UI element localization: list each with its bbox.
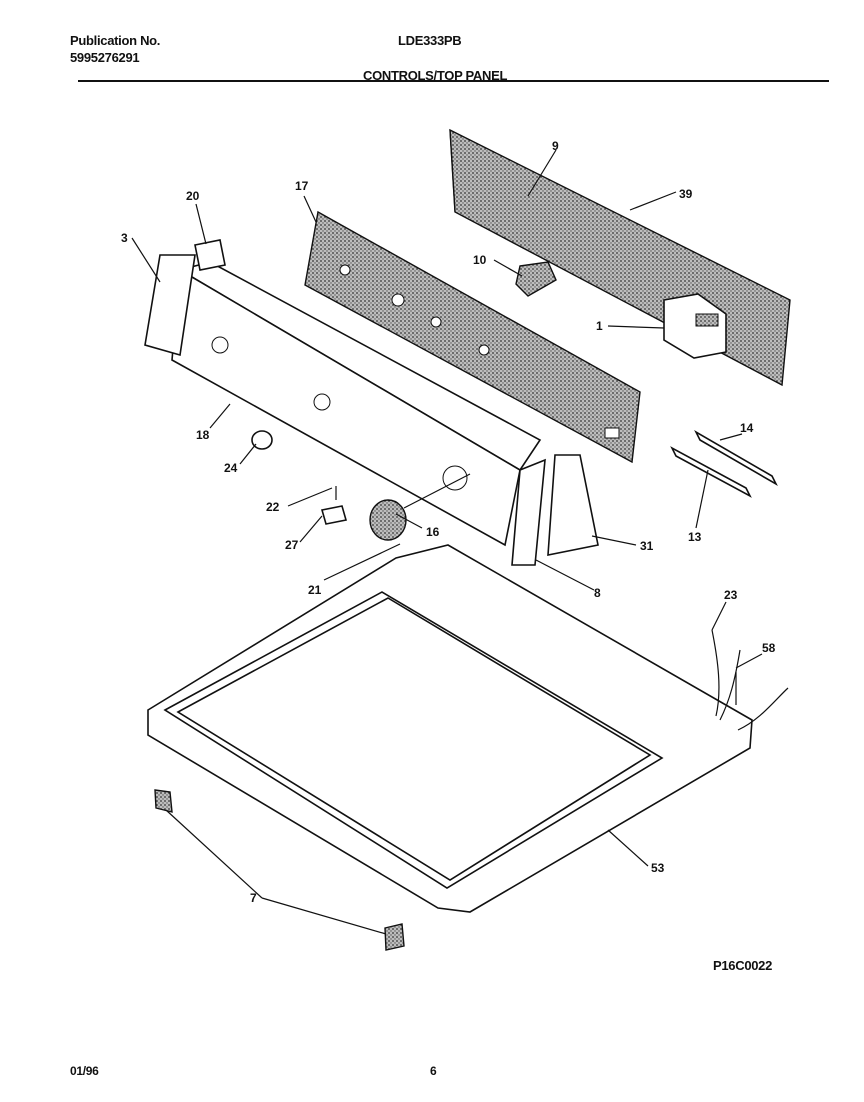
hinge-parts-7 [154, 789, 405, 951]
callout-7: 7 [250, 891, 257, 905]
publication-number: 5995276291 [70, 50, 140, 65]
callout-1: 1 [596, 319, 603, 333]
callout-27: 27 [285, 538, 299, 552]
callout-18: 18 [196, 428, 210, 442]
leader-lines [131, 149, 763, 935]
callout-58: 58 [762, 641, 776, 655]
end-cap-part-3 [144, 254, 196, 357]
cord-parts [711, 629, 789, 731]
callout-20: 20 [186, 189, 200, 203]
publication-label: Publication No. [70, 33, 161, 48]
callout-39: 39 [679, 187, 693, 201]
callout-16: 16 [426, 525, 440, 539]
callout-21: 21 [308, 583, 322, 597]
section-title: CONTROLS/TOP PANEL [363, 68, 508, 83]
callout-8: 8 [594, 586, 601, 600]
callout-53: 53 [651, 861, 665, 875]
callout-14: 14 [740, 421, 754, 435]
callout-31: 31 [640, 539, 654, 553]
page-number: 6 [430, 1064, 437, 1078]
end-cap-part-31 [511, 454, 599, 566]
callout-23: 23 [724, 588, 738, 602]
callout-22: 22 [266, 500, 280, 514]
callout-9: 9 [552, 139, 559, 153]
switch-part-1 [663, 293, 727, 359]
bracket-part-20 [194, 239, 226, 271]
drawing-code: P16C0022 [713, 958, 773, 973]
small-parts [251, 430, 471, 541]
wire-parts [670, 429, 778, 498]
callout-24: 24 [224, 461, 238, 475]
header-rule [78, 80, 829, 82]
callout-17: 17 [295, 179, 309, 193]
footer-date: 01/96 [70, 1064, 99, 1078]
top-cover-part-53 [147, 544, 753, 913]
callout-10: 10 [473, 253, 487, 267]
model-number: LDE333PB [398, 33, 462, 48]
control-panel-part-17 [304, 210, 641, 464]
callout-3: 3 [121, 231, 128, 245]
timer-part-10 [515, 261, 557, 297]
callout-13: 13 [688, 530, 702, 544]
